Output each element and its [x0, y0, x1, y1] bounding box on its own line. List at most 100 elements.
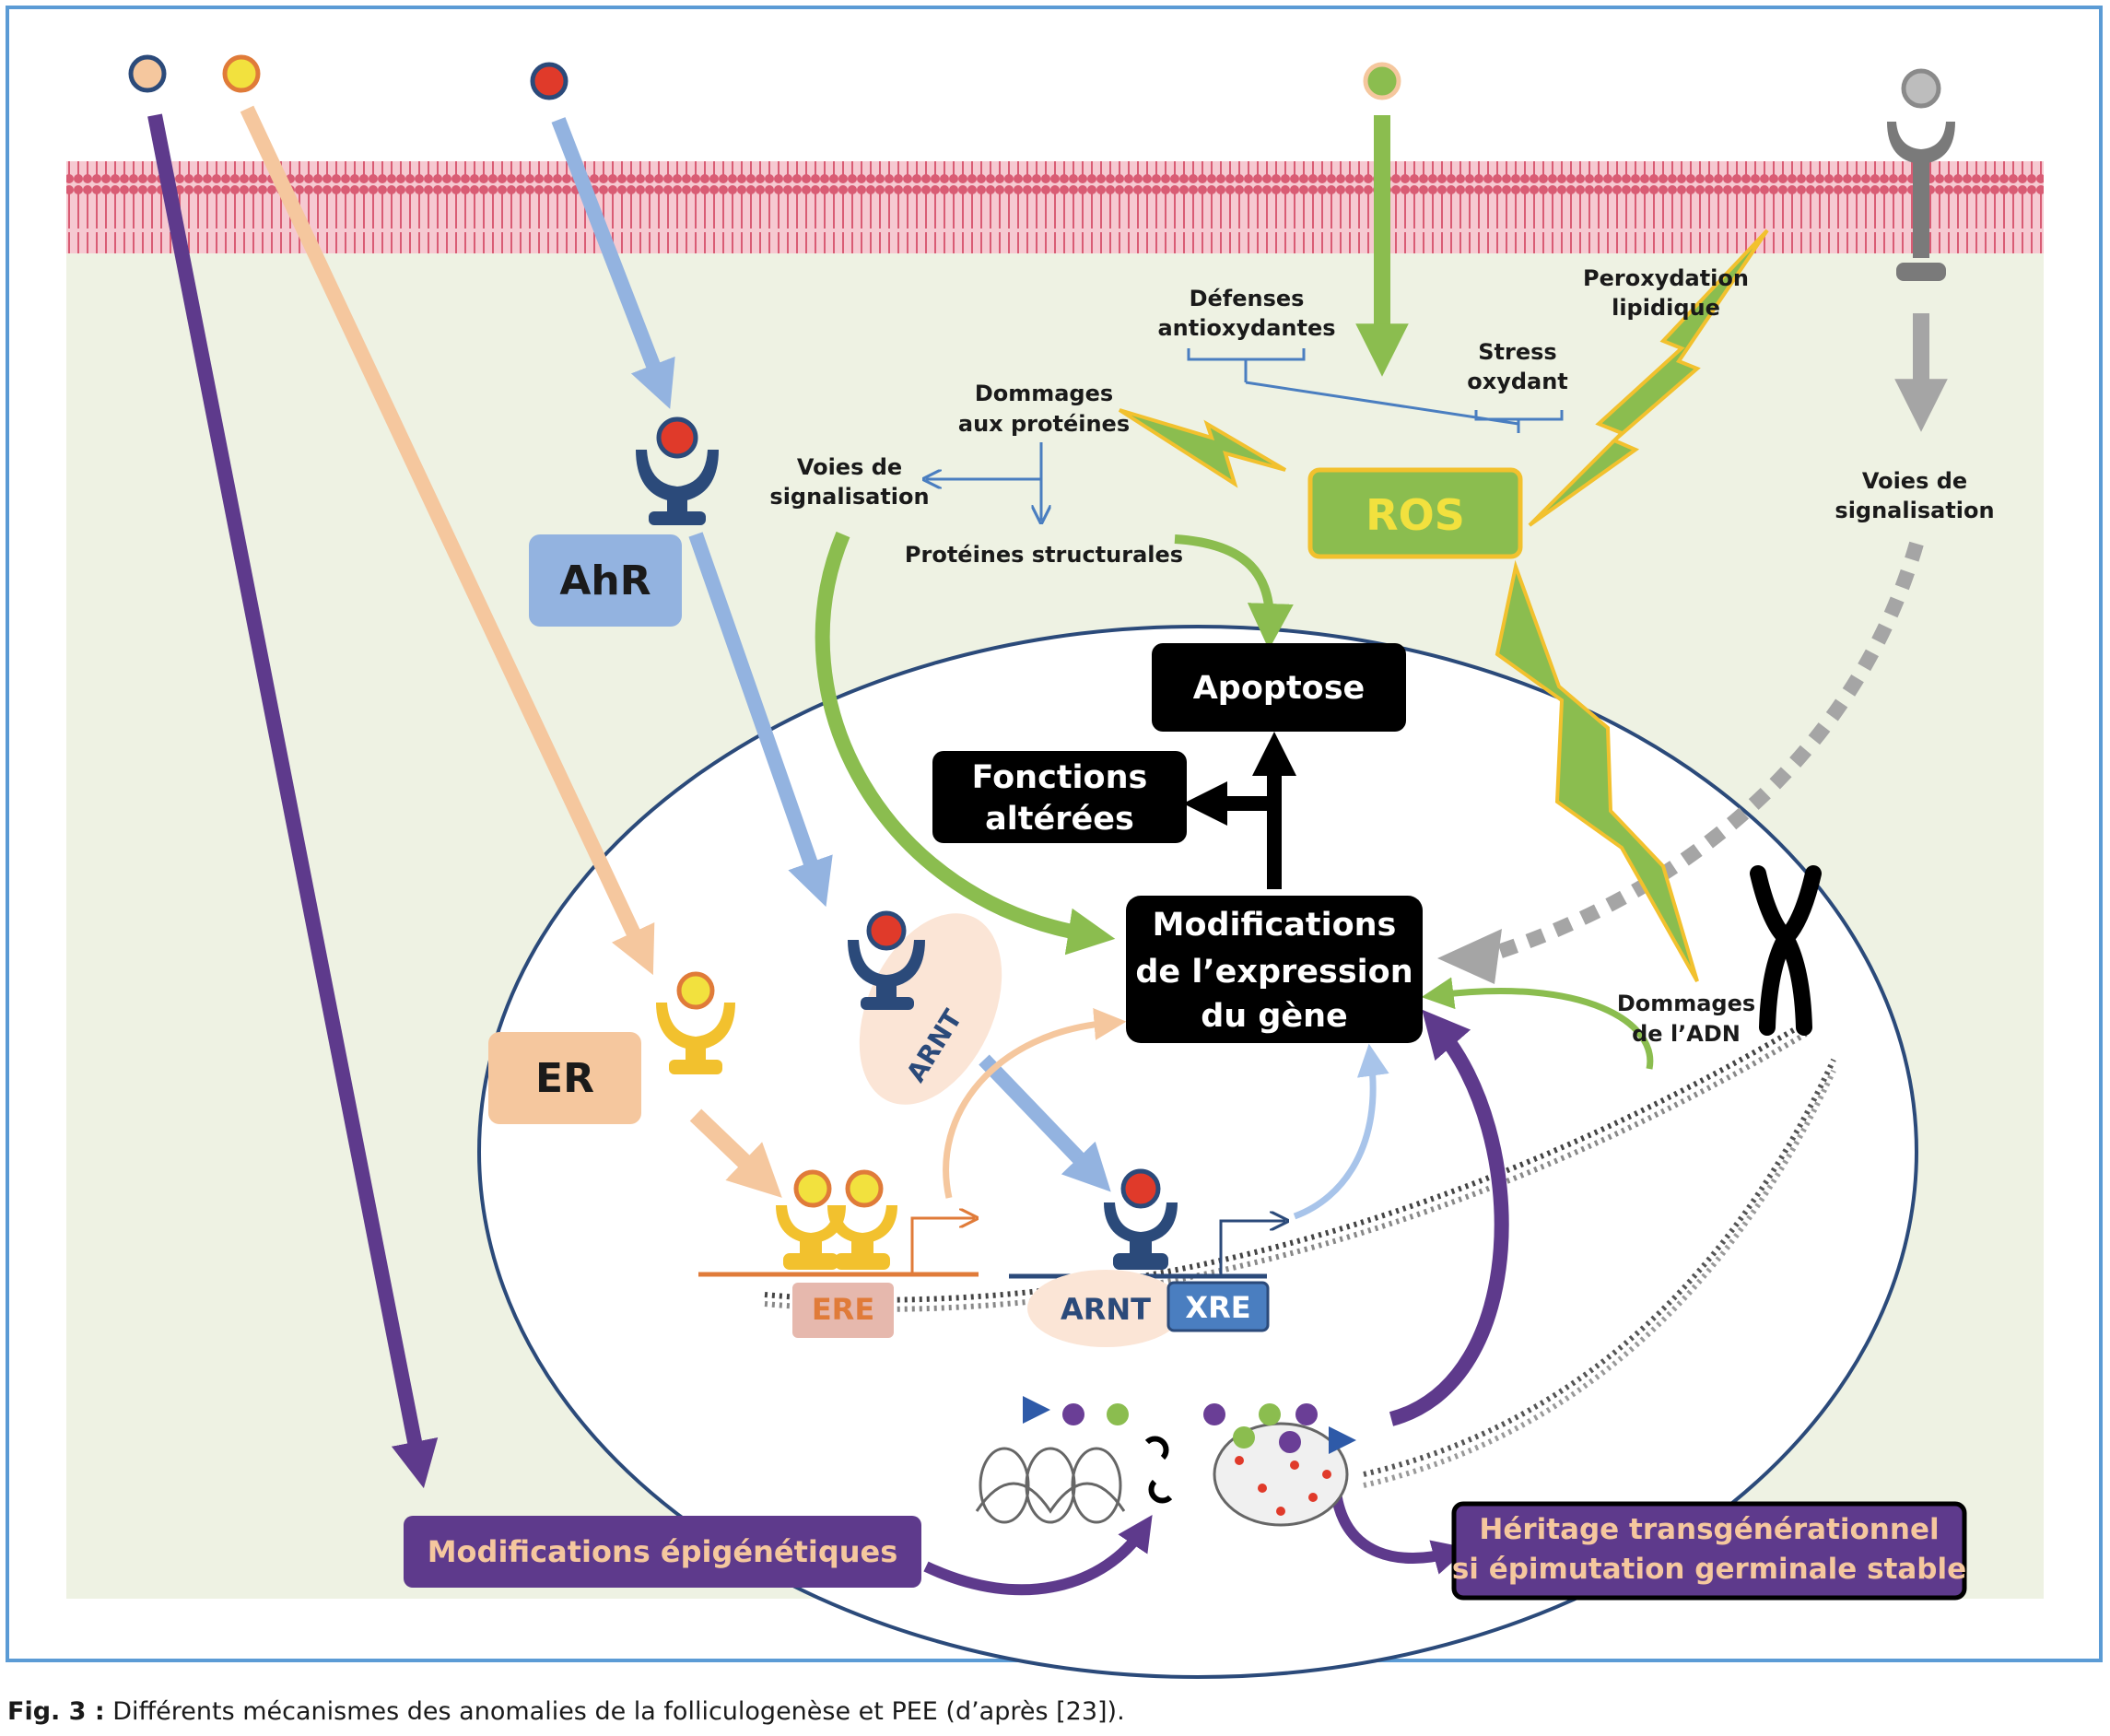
- purple-modif-curve: [923, 1515, 1153, 1596]
- ere-dimer-icon: [776, 1205, 897, 1270]
- arnt-dna-oval: [1027, 1270, 1184, 1347]
- xre-promoter-arrow: [1219, 1221, 1285, 1276]
- ros-box: [1307, 467, 1523, 559]
- closed-purple-mark-3-icon: [1279, 1431, 1301, 1453]
- protein-damage-label-2: aux protéines: [958, 411, 1130, 437]
- fonctions-box: [932, 751, 1187, 843]
- green-proteins-curve: [1174, 534, 1294, 650]
- closed-green-mark-2-icon: [1233, 1426, 1255, 1449]
- closed-purple-mark-2-icon: [1295, 1403, 1318, 1425]
- fonctions-label-2: altérées: [985, 801, 1134, 838]
- ligand-green-icon: [1363, 62, 1401, 100]
- peroxydation-label-2: lipidique: [1612, 295, 1720, 321]
- ahr-ligand-icon: [656, 416, 698, 459]
- dna-damage-label-1: Dommages: [1617, 991, 1755, 1016]
- ros-label: ROS: [1366, 490, 1465, 540]
- gray-dotted-arrow: [1490, 541, 1924, 961]
- blue-ahr-arrow: [551, 117, 675, 409]
- stress-label-2: oxydant: [1467, 369, 1568, 394]
- arnt-complex-receptor-icon: [848, 940, 925, 1010]
- gene-expression-label-1: Modifications: [1153, 907, 1397, 944]
- ligand-gray-icon: [1901, 68, 1941, 109]
- cell-membrane: [66, 161, 2044, 253]
- gene-expression-box: [1126, 896, 1423, 1043]
- signal-left-label-2: signalisation: [769, 484, 929, 510]
- er-receptor-icon: [656, 1003, 735, 1074]
- arnt-complex-ligand-icon: [866, 910, 907, 951]
- apoptose-label: Apoptose: [1193, 670, 1366, 707]
- ere-ligand-1-icon: [793, 1169, 832, 1208]
- green-signal-curve: [815, 531, 1116, 956]
- heritage-label-2: si épimutation germinale stable: [1452, 1553, 1966, 1586]
- caption-text: Différents mécanismes des anomalies de l…: [104, 1697, 1125, 1726]
- blue-arnt-xre-arrow: [979, 1054, 1111, 1192]
- nucleus: [477, 625, 1918, 1679]
- chromosome-icon: [1750, 865, 1822, 1036]
- lightning-proteins-icon: [1118, 408, 1287, 488]
- chromatin-closed-icon: [1213, 1422, 1349, 1527]
- purple-epi-curve: [1389, 1009, 1509, 1426]
- gene-expression-label-3: du gène: [1201, 998, 1348, 1035]
- peach-er-ere-arrow: [689, 1108, 782, 1198]
- purple-mark-icon: [1062, 1403, 1084, 1425]
- closed-triangle-mark-icon: [1329, 1426, 1356, 1454]
- epigenetic-label: Modifications épigénétiques: [428, 1534, 898, 1569]
- signal-right-label-2: signalisation: [1835, 498, 1994, 523]
- heritage-box: [1451, 1501, 1967, 1601]
- purple-epigenetic-arrow: [147, 113, 439, 1489]
- triangle-mark-icon: [1023, 1396, 1050, 1424]
- signal-right-label-1: Voies de: [1862, 468, 1967, 494]
- signal-left-label-1: Voies de: [797, 454, 902, 480]
- xre-label: XRE: [1185, 1290, 1250, 1325]
- ere-promoter-arrow: [910, 1218, 975, 1274]
- stress-label-1: Stress: [1478, 339, 1556, 365]
- arnt-dna-label: ARNT: [1061, 1292, 1151, 1327]
- green-dna-curve: [1421, 977, 1654, 1070]
- xre-box: [1166, 1281, 1270, 1332]
- closed-purple-mark-1-icon: [1203, 1403, 1225, 1425]
- ahr-label: AhR: [559, 557, 651, 604]
- blue-ahr-arnt-arrow: [688, 532, 833, 908]
- apoptose-box: [1152, 643, 1406, 732]
- chromatin-open-icon: [975, 1447, 1126, 1524]
- peach-er-arrow: [240, 105, 655, 976]
- ere-box: [792, 1283, 894, 1338]
- green-mark-icon: [1107, 1403, 1129, 1425]
- gray-dotted-arrowhead: [1437, 929, 1502, 984]
- membrane-receptor-icon: [1887, 122, 1955, 281]
- lightning-peroxydation-icon: [1528, 229, 1769, 527]
- fonctions-label-1: Fonctions: [972, 759, 1148, 796]
- peach-ere-curve: [943, 1007, 1127, 1199]
- figure-caption: Fig. 3 : Différents mécanismes des anoma…: [7, 1697, 1125, 1726]
- ligand-red-icon: [530, 62, 569, 100]
- epigenetic-box: [404, 1516, 921, 1588]
- ligand-yellow-icon: [222, 54, 261, 93]
- defenses-label-2: antioxydantes: [1157, 315, 1335, 341]
- er-ligand-icon: [676, 971, 715, 1010]
- er-label: ER: [535, 1055, 594, 1102]
- dna-damage-label-2: de l’ADN: [1632, 1021, 1741, 1047]
- blue-xre-curve: [1293, 1043, 1389, 1220]
- protein-damage-label-1: Dommages: [975, 381, 1113, 406]
- xre-ligand-icon: [1120, 1168, 1161, 1209]
- defenses-label-1: Défenses: [1190, 286, 1305, 311]
- er-box: [488, 1032, 641, 1124]
- protein-damage-arrows: [926, 442, 1041, 521]
- ahr-box: [529, 534, 682, 627]
- heritage-label-1: Héritage transgénérationnel: [1479, 1513, 1939, 1546]
- ros-bracket: [1187, 348, 1564, 433]
- peroxydation-label-1: Peroxydation: [1583, 265, 1749, 291]
- exchange-arrows-icon: [1144, 1436, 1173, 1504]
- arnt-complex-oval: [859, 913, 1002, 1105]
- gene-expression-label-2: de l’expression: [1135, 954, 1413, 991]
- ahr-receptor-icon: [636, 450, 719, 525]
- closed-green-mark-1-icon: [1259, 1403, 1281, 1425]
- lightning-dna-icon: [1495, 559, 1699, 982]
- purple-heritage-curve: [1330, 1492, 1469, 1575]
- ere-ligand-2-icon: [845, 1169, 884, 1208]
- caption-prefix: Fig. 3 :: [7, 1697, 105, 1726]
- ere-label: ERE: [812, 1292, 874, 1327]
- structural-proteins-label: Protéines structurales: [905, 542, 1183, 568]
- ligand-peach-icon: [128, 54, 167, 93]
